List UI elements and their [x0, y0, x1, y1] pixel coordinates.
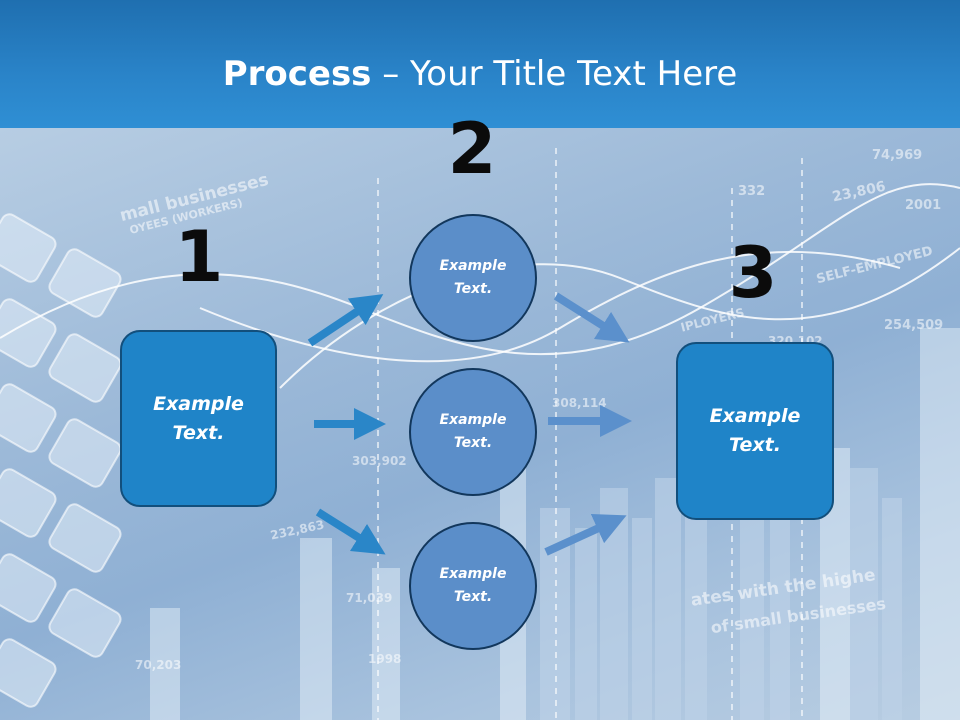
slide-title: Process – Your Title Text Here — [0, 52, 960, 96]
bg-text: 254,509 — [884, 318, 944, 333]
arrow-bottom-to-right — [544, 514, 627, 556]
arrow-left-to-bottom — [315, 508, 386, 555]
bg-text: 74,969 — [872, 148, 923, 163]
step-number-1: 1 — [174, 216, 224, 298]
step-2-circle-middle[interactable]: Example Text. — [409, 368, 537, 496]
circle-top-text: Example Text. — [439, 258, 507, 297]
title-banner — [0, 0, 960, 128]
step-2-circle-bottom[interactable]: Example Text. — [409, 522, 537, 650]
bg-text: 303,902 — [352, 454, 407, 468]
arrow-top-to-right — [553, 292, 630, 343]
step-number-3: 3 — [728, 232, 778, 314]
step-1-box[interactable]: Example Text. — [120, 330, 277, 507]
bg-text: 70,203 — [135, 658, 182, 672]
bg-text: 308,114 — [552, 396, 607, 410]
title-bold: Process — [222, 54, 372, 94]
bg-text: 332 — [738, 184, 766, 199]
bg-text: 71,039 — [346, 591, 393, 605]
arrow-left-to-top — [307, 294, 384, 347]
step-number-2: 2 — [447, 108, 497, 190]
title-rest: – Your Title Text Here — [371, 54, 738, 94]
bg-text: 1998 — [368, 652, 402, 666]
step-3-box[interactable]: Example Text. — [676, 342, 834, 520]
step-3-box-text: Example Text. — [709, 405, 801, 456]
bg-text: 2001 — [905, 198, 942, 213]
circle-middle-text: Example Text. — [439, 412, 507, 451]
circle-bottom-text: Example Text. — [439, 566, 507, 605]
step-2-circle-top[interactable]: Example Text. — [409, 214, 537, 342]
background-graphics — [0, 148, 960, 720]
step-1-box-text: Example Text. — [153, 392, 244, 444]
